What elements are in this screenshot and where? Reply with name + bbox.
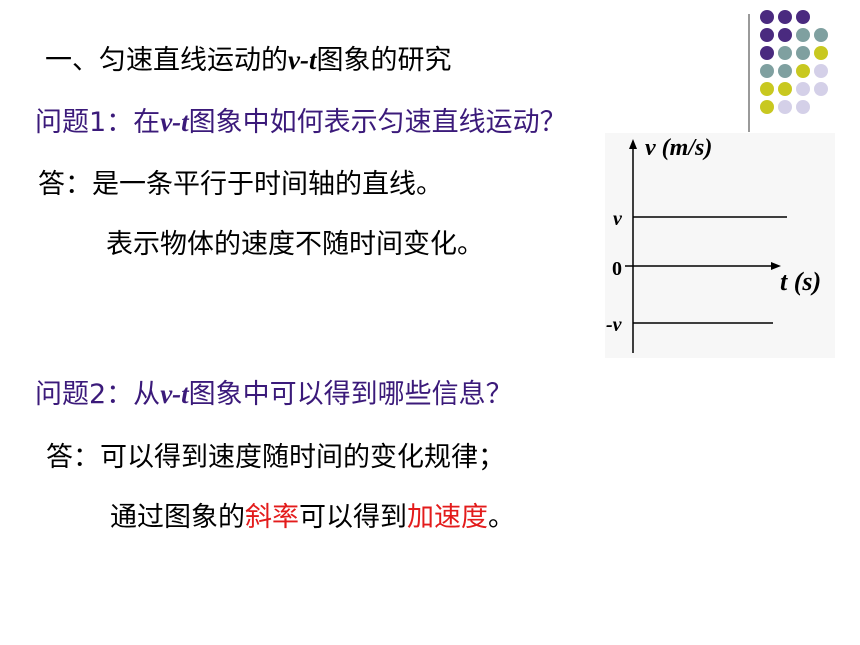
- decor-dot: [778, 64, 792, 78]
- decor-dot: [796, 46, 810, 60]
- zero-tick-label: 0: [612, 258, 622, 280]
- answer-2-line-2: 通过图象的斜率可以得到加速度。: [110, 495, 515, 534]
- x-axis-label: t (s): [780, 267, 821, 296]
- q1-label: 问题1：在: [35, 107, 161, 138]
- decor-dot: [814, 46, 828, 60]
- v-tick-label: v: [613, 208, 623, 230]
- a2-text-b: 可以得到: [299, 502, 407, 533]
- answer-2-line-1: 答：可以得到速度随时间的变化规律；: [46, 442, 505, 473]
- decor-dot: [760, 64, 774, 78]
- q2-rest: 图象中可以得到哪些信息？: [188, 379, 513, 410]
- question-2: 问题2：从v-t图象中可以得到哪些信息？: [35, 372, 513, 411]
- decor-dot: [796, 10, 810, 24]
- decor-dot: [760, 100, 774, 114]
- decor-dot: [814, 82, 828, 96]
- decor-dot: [760, 28, 774, 42]
- decor-dot: [778, 10, 792, 24]
- decor-dot: [796, 100, 810, 114]
- decor-dot: [778, 28, 792, 42]
- y-axis-arrow: [629, 139, 637, 149]
- decor-dot: [814, 28, 828, 42]
- decor-dot: [778, 100, 792, 114]
- a2-text-c: 。: [488, 502, 515, 533]
- decor-dot: [760, 82, 774, 96]
- vt-graph: v (m/s) t (s) v 0 -v: [605, 133, 835, 358]
- highlight-acceleration: 加速度: [407, 502, 488, 533]
- q1-rest: 图象中如何表示匀速直线运动？: [188, 107, 567, 138]
- decor-dot: [778, 46, 792, 60]
- answer-1-line-2: 表示物体的速度不随时间变化。: [106, 229, 484, 260]
- decor-dot: [778, 82, 792, 96]
- vt-graph-svg: v (m/s) t (s) v 0 -v: [606, 135, 821, 353]
- y-axis-label: v (m/s): [645, 135, 712, 161]
- highlight-slope: 斜率: [245, 502, 299, 533]
- q2-label: 问题2：从: [35, 379, 161, 410]
- heading-prefix: 一、匀速直线运动的: [45, 45, 288, 76]
- section-heading: 一、匀速直线运动的v-t图象的研究: [45, 38, 451, 77]
- a2-text-a: 通过图象的: [110, 502, 245, 533]
- heading-vt: v-t: [288, 45, 317, 75]
- heading-suffix: 图象的研究: [316, 45, 452, 76]
- q2-vt: v-t: [160, 379, 189, 409]
- decor-dot: [814, 64, 828, 78]
- x-axis-arrow: [771, 262, 781, 270]
- neg-v-tick-label: -v: [606, 314, 623, 336]
- decor-dot: [760, 10, 774, 24]
- decor-dot: [796, 28, 810, 42]
- q1-vt: v-t: [160, 107, 189, 137]
- decor-dot: [796, 64, 810, 78]
- decor-divider: [748, 14, 750, 132]
- decor-dot: [760, 46, 774, 60]
- answer-1-line-1: 答：是一条平行于时间轴的直线。: [38, 169, 443, 200]
- question-1: 问题1：在v-t图象中如何表示匀速直线运动？: [35, 100, 567, 139]
- decor-dot: [796, 82, 810, 96]
